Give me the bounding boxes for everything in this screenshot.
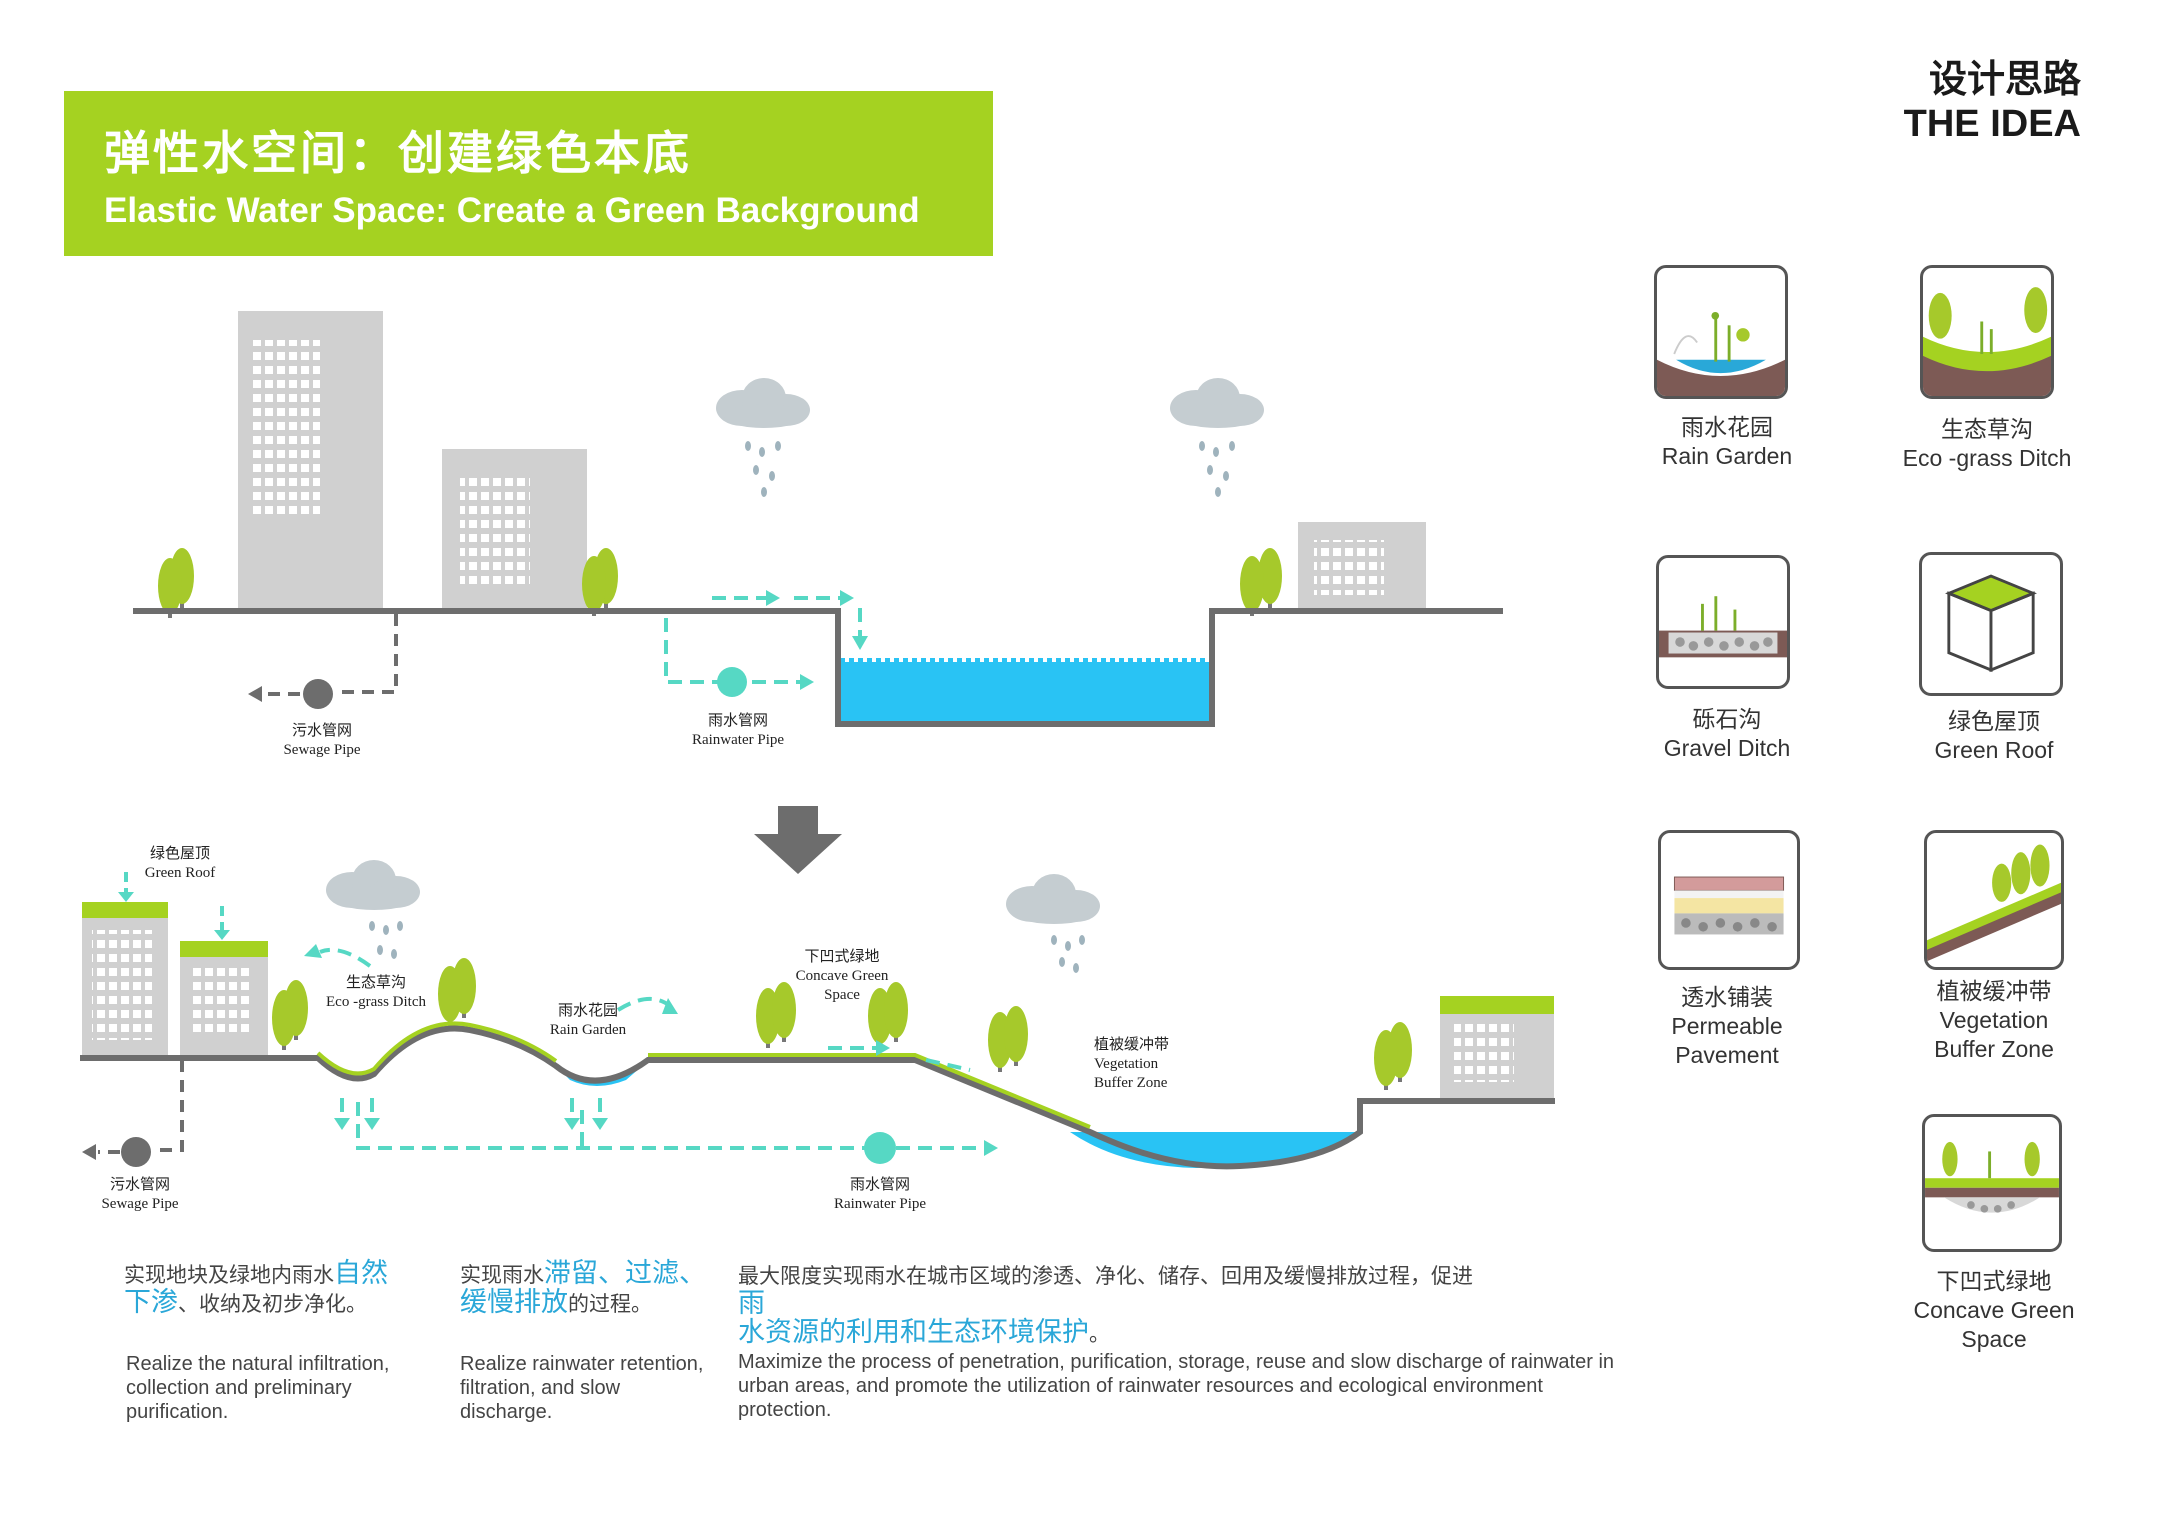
eco-grass-ditch-icon [1920,265,2054,399]
gravel-ditch-icon [1656,555,1790,689]
transition-arrow [754,806,842,874]
title-banner: 弹性水空间：创建绿色本底 Elastic Water Space: Create… [64,91,993,256]
title-en: Elastic Water Space: Create a Green Back… [104,191,920,230]
top-scene [133,311,1503,727]
description-3-en: Maximize the process of penetration, pur… [738,1351,1615,1421]
permeable-pavement-icon [1658,830,1800,970]
idea-zh: 设计思路 [1928,59,2081,101]
bottom-scene [80,860,1555,1170]
ground-line-top [133,608,1503,727]
ground-line-bottom [80,1025,1555,1170]
green-roof-icon [1919,552,2063,696]
description-2-zh: 实现雨水滞留、过滤、 缓慢排放的过程。 [460,1258,706,1317]
river-water-bottom [1070,1132,1360,1168]
title-zh: 弹性水空间：创建绿色本底 [104,127,692,179]
river-water [840,662,1210,722]
vegetation-buffer-icon [1924,830,2064,970]
description-1-en: Realize the natural infiltration, collec… [126,1353,390,1423]
idea-en: THE IDEA [1903,103,2081,145]
section-label: 设计思路 THE IDEA [1904,58,2081,146]
description-2-en: Realize rainwater retention, filtration,… [460,1353,704,1423]
concave-green-space-icon [1922,1114,2062,1252]
description-3-zh: 最大限度实现雨水在城市区域的渗透、净化、储存、回用及缓慢排放过程，促进雨 水资源… [738,1265,1473,1347]
stormwater-diagram [80,311,1555,1170]
rain-garden-icon [1654,265,1788,399]
description-1-zh: 实现地块及绿地内雨水自然 下渗、收纳及初步净化。 [124,1258,388,1317]
